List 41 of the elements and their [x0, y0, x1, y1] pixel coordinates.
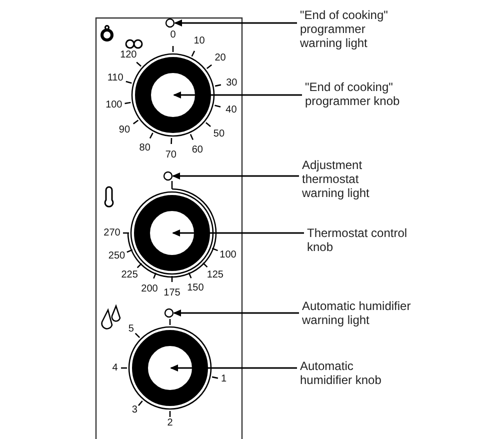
- scale-number: 175: [164, 288, 180, 298]
- scale-number: 120: [120, 49, 137, 60]
- leader-line: [173, 310, 299, 316]
- scale-number: 90: [118, 124, 130, 136]
- scale-number: 30: [226, 77, 238, 88]
- scale-number: 270: [104, 228, 120, 238]
- scale-number: 20: [214, 52, 226, 64]
- scale-number: 110: [107, 72, 124, 84]
- warning-light: [164, 308, 174, 318]
- scale-number: 50: [213, 128, 225, 140]
- leader-line: [174, 20, 297, 26]
- scale-number: 100: [220, 249, 236, 260]
- scale-number: 225: [121, 270, 138, 281]
- scale-number: 0: [170, 30, 176, 40]
- scale-number: 125: [206, 269, 224, 280]
- scale-number: 100: [106, 100, 122, 111]
- scale-number: 1: [221, 374, 227, 385]
- warning-light: [163, 171, 173, 181]
- scale-number: 70: [165, 149, 176, 160]
- scale-number: 2: [167, 418, 173, 428]
- scale-number: 60: [192, 144, 203, 156]
- callout-text: Automatic humidifier knob: [300, 359, 400, 387]
- scale-number: 250: [108, 250, 126, 262]
- scale-number: 40: [226, 104, 237, 115]
- scale-number: 10: [194, 36, 205, 47]
- warning-light: [165, 18, 175, 28]
- callout-text: "End of cooking" programmer warning light: [300, 8, 400, 50]
- callout-text: Automatic humidifier warning light: [302, 299, 414, 327]
- scale-number: 3: [132, 404, 138, 416]
- leader-line: [170, 364, 297, 372]
- callout-text: Adjustment thermostat warning light: [302, 158, 392, 200]
- leader-line: [173, 92, 302, 98]
- scale-number: 80: [139, 142, 150, 154]
- leader-line: [172, 230, 304, 236]
- leader-line: [172, 172, 299, 180]
- scale-number: 5: [128, 324, 134, 335]
- scale-number: 4: [112, 362, 118, 374]
- callout-text: Thermostat control knob: [307, 226, 423, 254]
- scale-number: 200: [141, 283, 158, 294]
- callout-text: "End of cooking" programmer knob: [305, 80, 417, 108]
- scale-number: 150: [187, 282, 204, 294]
